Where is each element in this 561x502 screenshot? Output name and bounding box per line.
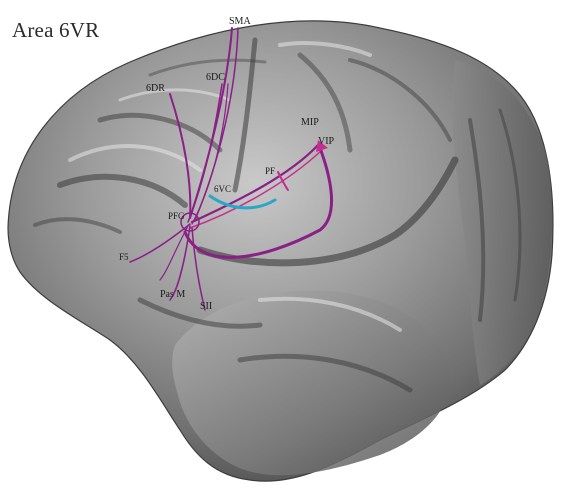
label-mip: MIP	[301, 117, 319, 128]
label-pf: PF	[265, 166, 275, 176]
label-pfg: PFG	[168, 211, 185, 221]
label-6vc: 6VC	[214, 184, 231, 194]
label-6dr: 6DR	[146, 83, 165, 94]
label-vip: VIP	[318, 136, 334, 147]
temporal-lobe	[172, 290, 450, 475]
label-sii: SII	[200, 301, 212, 312]
figure-title: Area 6VR	[12, 18, 99, 43]
label-sma: SMA	[229, 16, 251, 27]
label-pas-m: Pas M	[160, 289, 185, 300]
label-6dc: 6DC	[206, 72, 225, 83]
label-f5: F5	[119, 252, 129, 262]
